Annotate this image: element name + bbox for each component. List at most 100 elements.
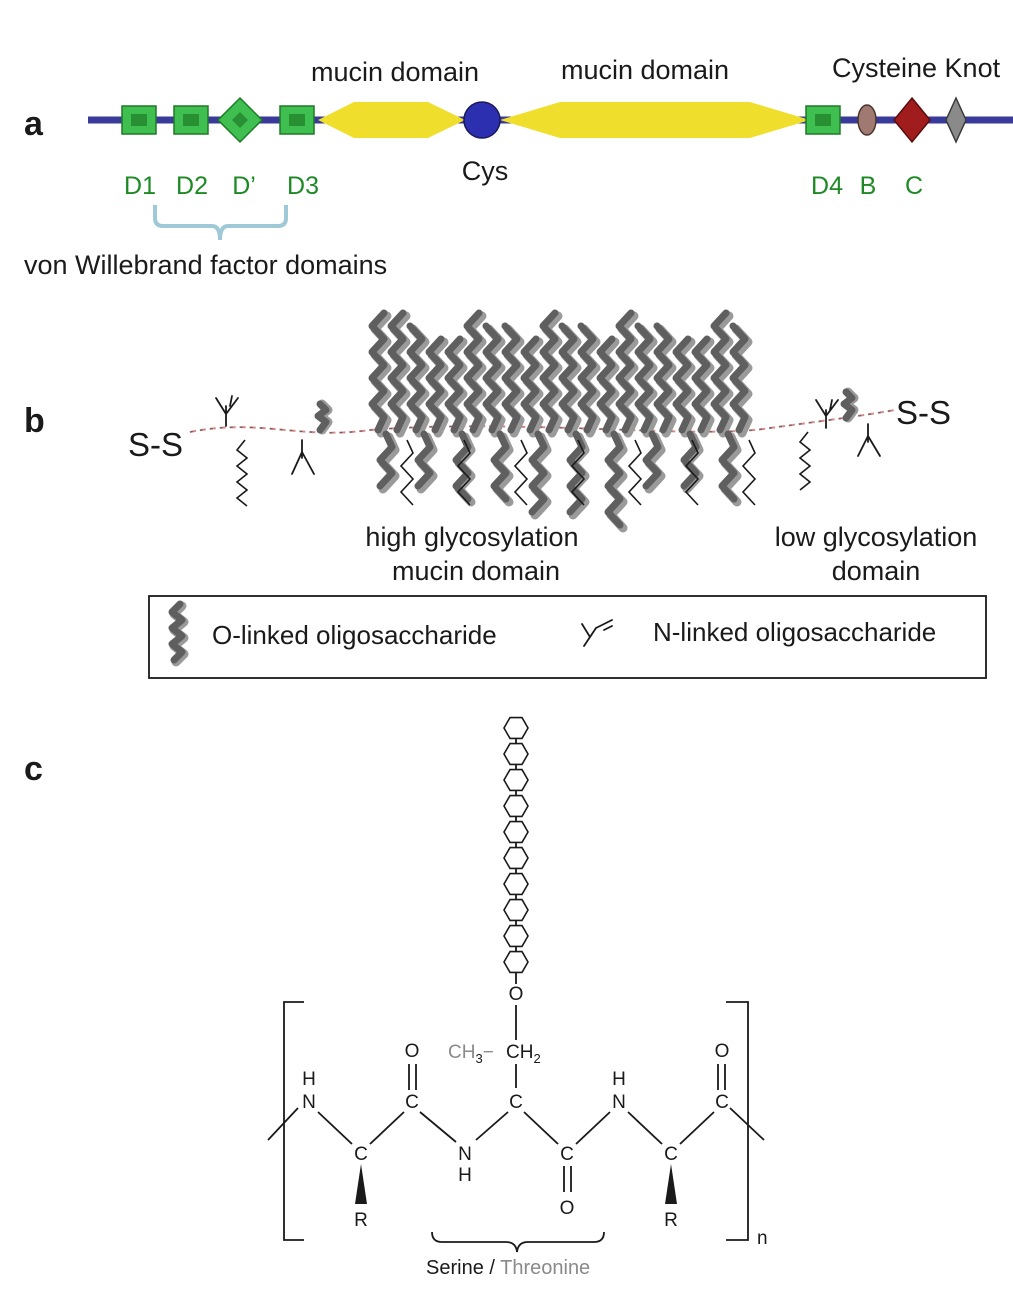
n-glycan-right-2 (857, 423, 881, 457)
o-glycan-bristle (513, 439, 529, 506)
cysteine-knot-shape (945, 96, 967, 144)
o-glycan-bristle (741, 439, 757, 506)
legend-box (148, 595, 987, 679)
threonine-label: Threonine (500, 1257, 590, 1279)
atom-h-2: H (458, 1165, 472, 1186)
sugar-ring (503, 742, 529, 766)
domain-label-d3: D3 (287, 172, 319, 200)
n-glycan-right-1 (815, 399, 839, 429)
o-glycan-bristle (596, 335, 616, 434)
n-linked-legend-icon (581, 619, 613, 647)
o-glycan-bristle (414, 430, 434, 490)
domain-label-d-prime: D’ (232, 172, 256, 200)
c-domain-shape (893, 96, 931, 144)
panel-b-legend: O-linked oligosaccharide N-linked oligos… (148, 595, 987, 679)
sugar-ring (503, 950, 529, 974)
sugar-ring (503, 846, 529, 870)
cysteine-knot-label: Cysteine Knot (832, 53, 1001, 83)
atom-o-glycosidic: O (509, 984, 524, 1005)
o-linked-legend-icon (168, 600, 189, 667)
ss-bond-right: S-S (896, 394, 951, 431)
legend-o-linked-label: O-linked oligosaccharide (212, 620, 497, 650)
cys-label: Cys (462, 156, 509, 186)
mucin-domain-shape-2 (500, 102, 810, 138)
o-glycan-bristle (463, 309, 483, 434)
o-glycan-bristle (642, 430, 662, 490)
high-glycosylation-label-line1: high glycosylation (365, 522, 578, 552)
atom-c-carbonyl-3: C (715, 1092, 729, 1113)
o-glycan-bristle (482, 322, 502, 434)
panel-a: a mucin domain mucin domain Cysteine Kno… (24, 53, 1013, 280)
ch2-group: CH2 (506, 1042, 541, 1066)
domain-label-d4: D4 (811, 172, 843, 200)
panel-a-letter: a (24, 105, 44, 143)
atom-c-alpha-ser: C (509, 1092, 523, 1113)
o-glycan-bristle (387, 309, 407, 434)
serine-threonine-brace (431, 1231, 605, 1253)
o-glycan-bristle (710, 309, 730, 434)
o-linked-glycan-bristles (368, 309, 757, 533)
serine-label: Serine / (426, 1257, 500, 1279)
vwd-domain-d4 (805, 105, 841, 135)
o-glycan-bristle (376, 430, 396, 490)
sugar-ring (503, 768, 529, 792)
panel-c-letter: c (24, 750, 43, 788)
n-glycan-left-1 (215, 395, 239, 427)
domain-label-d1: D1 (124, 172, 156, 200)
domain-label-c: C (905, 172, 923, 200)
repeat-bracket-left (283, 1001, 304, 1241)
wedge-bond-right (665, 1164, 677, 1204)
sugar-ring (503, 872, 529, 896)
panel-b-letter: b (24, 402, 45, 440)
atom-h-1: H (302, 1069, 316, 1090)
o-glycan-bristle (530, 432, 552, 520)
ch3-group: CH3− (448, 1042, 494, 1066)
o-glycan-bristle (684, 439, 700, 506)
o-glycan-bristle (528, 430, 548, 516)
peptide-backbone-bonds (267, 1064, 765, 1192)
o-glycan-bristle (729, 322, 749, 434)
o-glycan-bristle (558, 322, 578, 434)
mucin-domain-shape-1 (318, 102, 465, 138)
atom-c-alpha-1: C (354, 1144, 368, 1165)
legend-n-linked-label: N-linked oligosaccharide (653, 617, 936, 647)
o-glycan-bristle (718, 430, 738, 503)
domain-label-d2: D2 (176, 172, 208, 200)
domain-label-b: B (860, 172, 877, 200)
ch3-ch2-group: CH3− CH2 (448, 1042, 541, 1066)
repeat-subscript-n: n (757, 1228, 768, 1249)
sugar-ring (503, 716, 529, 740)
o-glycan-bristle (570, 439, 586, 506)
sugar-ring (503, 924, 529, 948)
atom-o-1: O (405, 1041, 420, 1062)
vwd-domain-d2 (173, 105, 209, 135)
b-domain-shape (857, 104, 877, 136)
o-glycan-right-1 (798, 431, 812, 491)
o-glycan-bristle (368, 309, 388, 434)
vwd-domain-d-prime (216, 96, 264, 144)
atom-n-2: N (458, 1144, 472, 1165)
sugar-ring (503, 898, 529, 922)
o-glycan-bristle (425, 335, 445, 434)
cys-circle (463, 101, 501, 139)
atom-c-alpha-2: C (664, 1144, 678, 1165)
o-glycan-bristle (444, 335, 464, 434)
repeat-bracket-right (726, 1001, 749, 1241)
atom-o-3: O (715, 1041, 730, 1062)
o-glycan-bristle (653, 322, 673, 434)
low-glycosylation-label-line1: low glycosylation (775, 522, 978, 552)
o-glycan-bristle (691, 335, 711, 434)
mucin-domain-label-2: mucin domain (561, 55, 729, 85)
backbone-atoms: H N C R O C N H C C O H N C R O C (302, 1041, 729, 1231)
wedge-bond-left (355, 1164, 367, 1204)
o-glycan-bristle (577, 322, 597, 434)
atom-h-3: H (612, 1069, 626, 1090)
o-glycan-bristle (539, 309, 559, 434)
o-glycan-bristle (604, 430, 624, 529)
atom-n-3: N (612, 1092, 626, 1113)
vwd-domain-d3 (279, 105, 315, 135)
o-glycan-bristle (520, 335, 540, 434)
ss-bond-left: S-S (128, 426, 183, 463)
